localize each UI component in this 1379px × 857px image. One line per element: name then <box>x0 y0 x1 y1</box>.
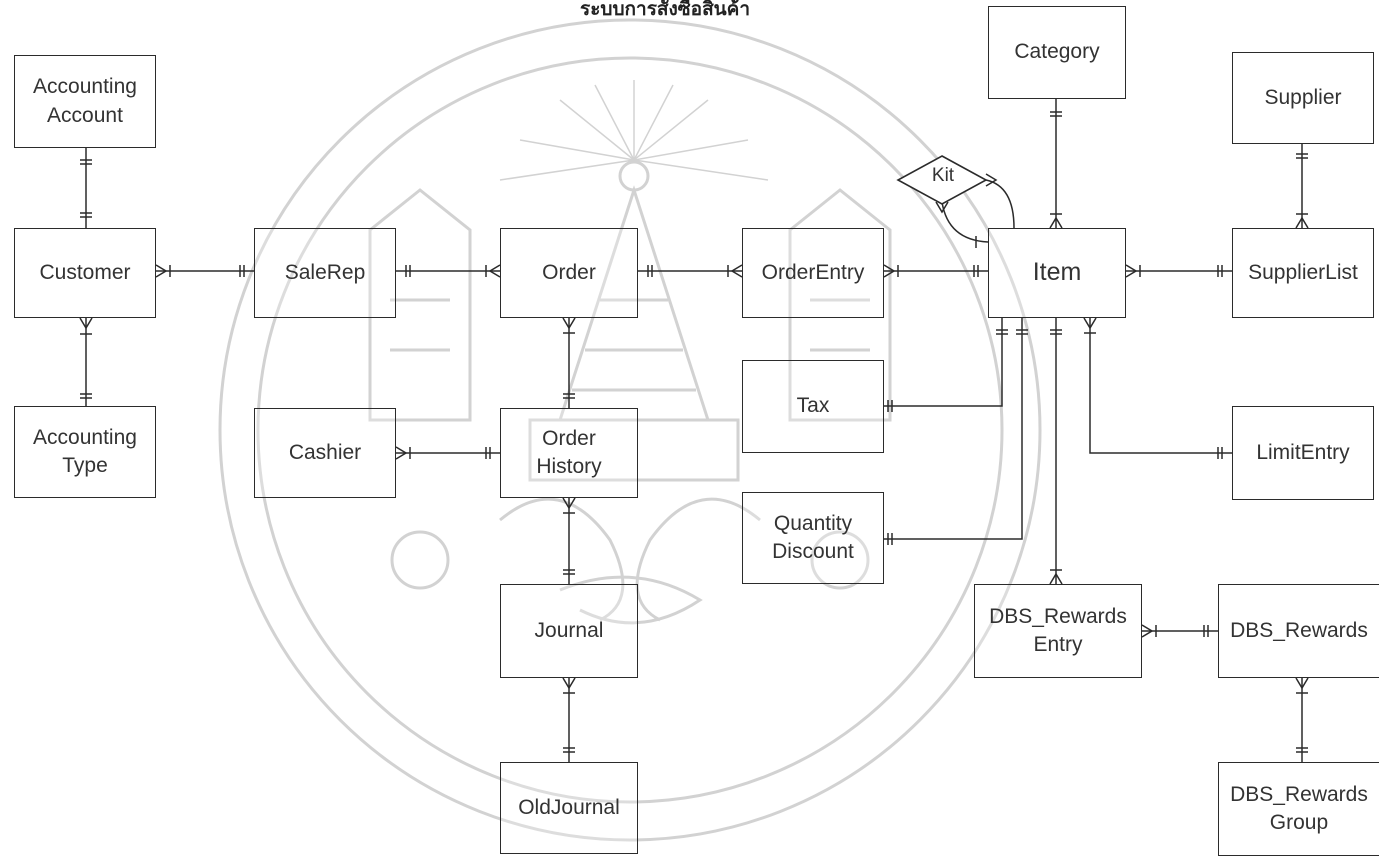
entity-tax[interactable]: Tax <box>742 360 884 453</box>
entity-cashier[interactable]: Cashier <box>254 408 396 498</box>
entity-dbs-rewards-group[interactable]: DBS_Rewards Group <box>1218 762 1379 856</box>
entity-item[interactable]: Item <box>988 228 1126 318</box>
entity-supplier-list[interactable]: SupplierList <box>1232 228 1374 318</box>
entity-dbs-rewards[interactable]: DBS_Rewards <box>1218 584 1379 678</box>
entity-accounting-type[interactable]: Accounting Type <box>14 406 156 498</box>
kit-label: Kit <box>923 165 963 187</box>
diagram-title: ระบบการสั่งซื้อสินค้า <box>580 0 750 24</box>
entity-quantity-discount[interactable]: Quantity Discount <box>742 492 884 584</box>
entity-supplier[interactable]: Supplier <box>1232 52 1374 144</box>
entity-salerep[interactable]: SaleRep <box>254 228 396 318</box>
entity-journal[interactable]: Journal <box>500 584 638 678</box>
entity-category[interactable]: Category <box>988 6 1126 99</box>
entity-customer[interactable]: Customer <box>14 228 156 318</box>
entity-order-entry[interactable]: OrderEntry <box>742 228 884 318</box>
entity-order-history[interactable]: Order History <box>500 408 638 498</box>
entity-order[interactable]: Order <box>500 228 638 318</box>
entity-limit-entry[interactable]: LimitEntry <box>1232 406 1374 500</box>
entity-dbs-rewards-entry[interactable]: DBS_Rewards Entry <box>974 584 1142 678</box>
entity-old-journal[interactable]: OldJournal <box>500 762 638 854</box>
entity-accounting-account[interactable]: Accounting Account <box>14 55 156 148</box>
